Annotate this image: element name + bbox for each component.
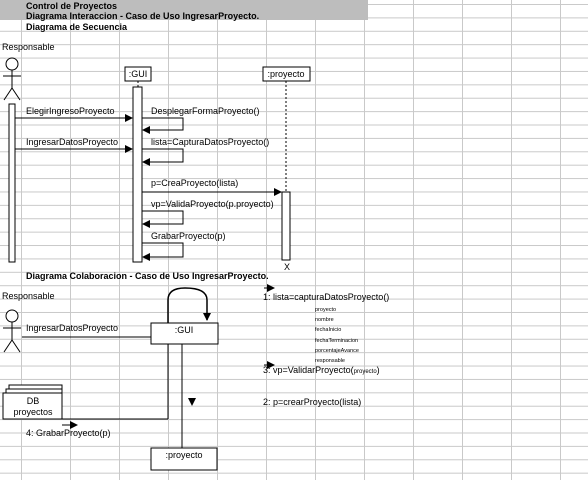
actor-activation-bar — [8, 103, 16, 263]
header-subtitle: Diagrama Interaccion - Caso de Uso Ingre… — [26, 11, 259, 21]
field-item: porcentajeAvance — [315, 348, 359, 354]
arrow-desplegar-forma-proyecto — [142, 117, 184, 134]
arrow-grabar-proyecto — [142, 242, 184, 261]
header-title: Control de Proyectos — [26, 1, 117, 11]
sequence-actor-icon — [3, 57, 21, 101]
msg-elegir-ingreso-proyecto: ElegirIngresoProyecto — [26, 106, 115, 116]
collab-proyecto-box — [150, 447, 218, 471]
db-proyectos-label: proyectos — [13, 407, 53, 417]
collab-actor-label: Responsable — [2, 291, 55, 301]
msg3-close: ) — [377, 365, 380, 375]
gui-activation-bar — [132, 86, 143, 263]
sequence-actor-label: Responsable — [2, 42, 55, 52]
db-label: DB — [27, 396, 40, 406]
collab-gui-label: :GUI — [175, 325, 194, 335]
collab-msg-captura-datos: 1: lista=capturaDatosProyecto() — [263, 292, 389, 302]
collab-arrow-down-proyecto — [188, 398, 196, 406]
msg-crea-proyecto: p=CreaProyecto(lista) — [151, 178, 238, 188]
proyecto-activation-bar — [281, 191, 291, 261]
msg-lista-captura-datos-proyecto: lista=CapturaDatosProyecto() — [151, 137, 269, 147]
arrow-lista-captura-datos-proyecto — [142, 148, 184, 166]
collab-field-list: proyecto nombre fechaInicio fechaTermina… — [315, 307, 359, 364]
collab-proyecto-label: :proyecto — [165, 450, 202, 460]
msg3-main: 3: vp=ValidarProyecto( — [263, 365, 354, 375]
proyecto-lifeline-label: :proyecto — [267, 69, 304, 79]
msg-grabar-proyecto: GrabarProyecto(p) — [151, 231, 226, 241]
db-proyectos-icon — [2, 384, 63, 420]
field-item: proyecto — [315, 307, 336, 313]
arrow-valida-proyecto — [142, 210, 184, 228]
gui-lifeline-label: :GUI — [129, 69, 148, 79]
msg-ingresar-datos-proyecto: IngresarDatosProyecto — [26, 137, 118, 147]
collab-msg-grabar-proyecto: 4: GrabarProyecto(p) — [26, 428, 111, 438]
msg-valida-proyecto: vp=ValidaProyecto(p.proyecto) — [151, 199, 274, 209]
collab-gui-self-loop — [167, 287, 211, 323]
field-item: fechaInicio — [315, 327, 341, 333]
sequence-diagram-title: Diagrama de Secuencia — [26, 22, 128, 32]
collab-gui-box — [150, 322, 219, 345]
collab-actor-icon — [3, 309, 21, 353]
collaboration-diagram-title: Diagrama Colaboracion - Caso de Uso Ingr… — [26, 271, 269, 281]
field-item: fechaTerminacion — [315, 338, 358, 344]
collab-msg-ingresar-datos-proyecto: IngresarDatosProyecto — [26, 323, 118, 333]
collab-msg-validar-proyecto: 3: vp=ValidarProyecto(proyecto) — [263, 365, 380, 375]
collab-msg-crear-proyecto: 2: p=crearProyecto(lista) — [263, 397, 361, 407]
msg-desplegar-forma-proyecto: DesplegarFormaProyecto() — [151, 106, 260, 116]
field-item: nombre — [315, 317, 334, 323]
header-band — [0, 0, 368, 20]
destroy-mark: X — [284, 262, 290, 272]
msg3-arg: proyecto — [354, 369, 378, 375]
field-item: responsable — [315, 358, 345, 364]
